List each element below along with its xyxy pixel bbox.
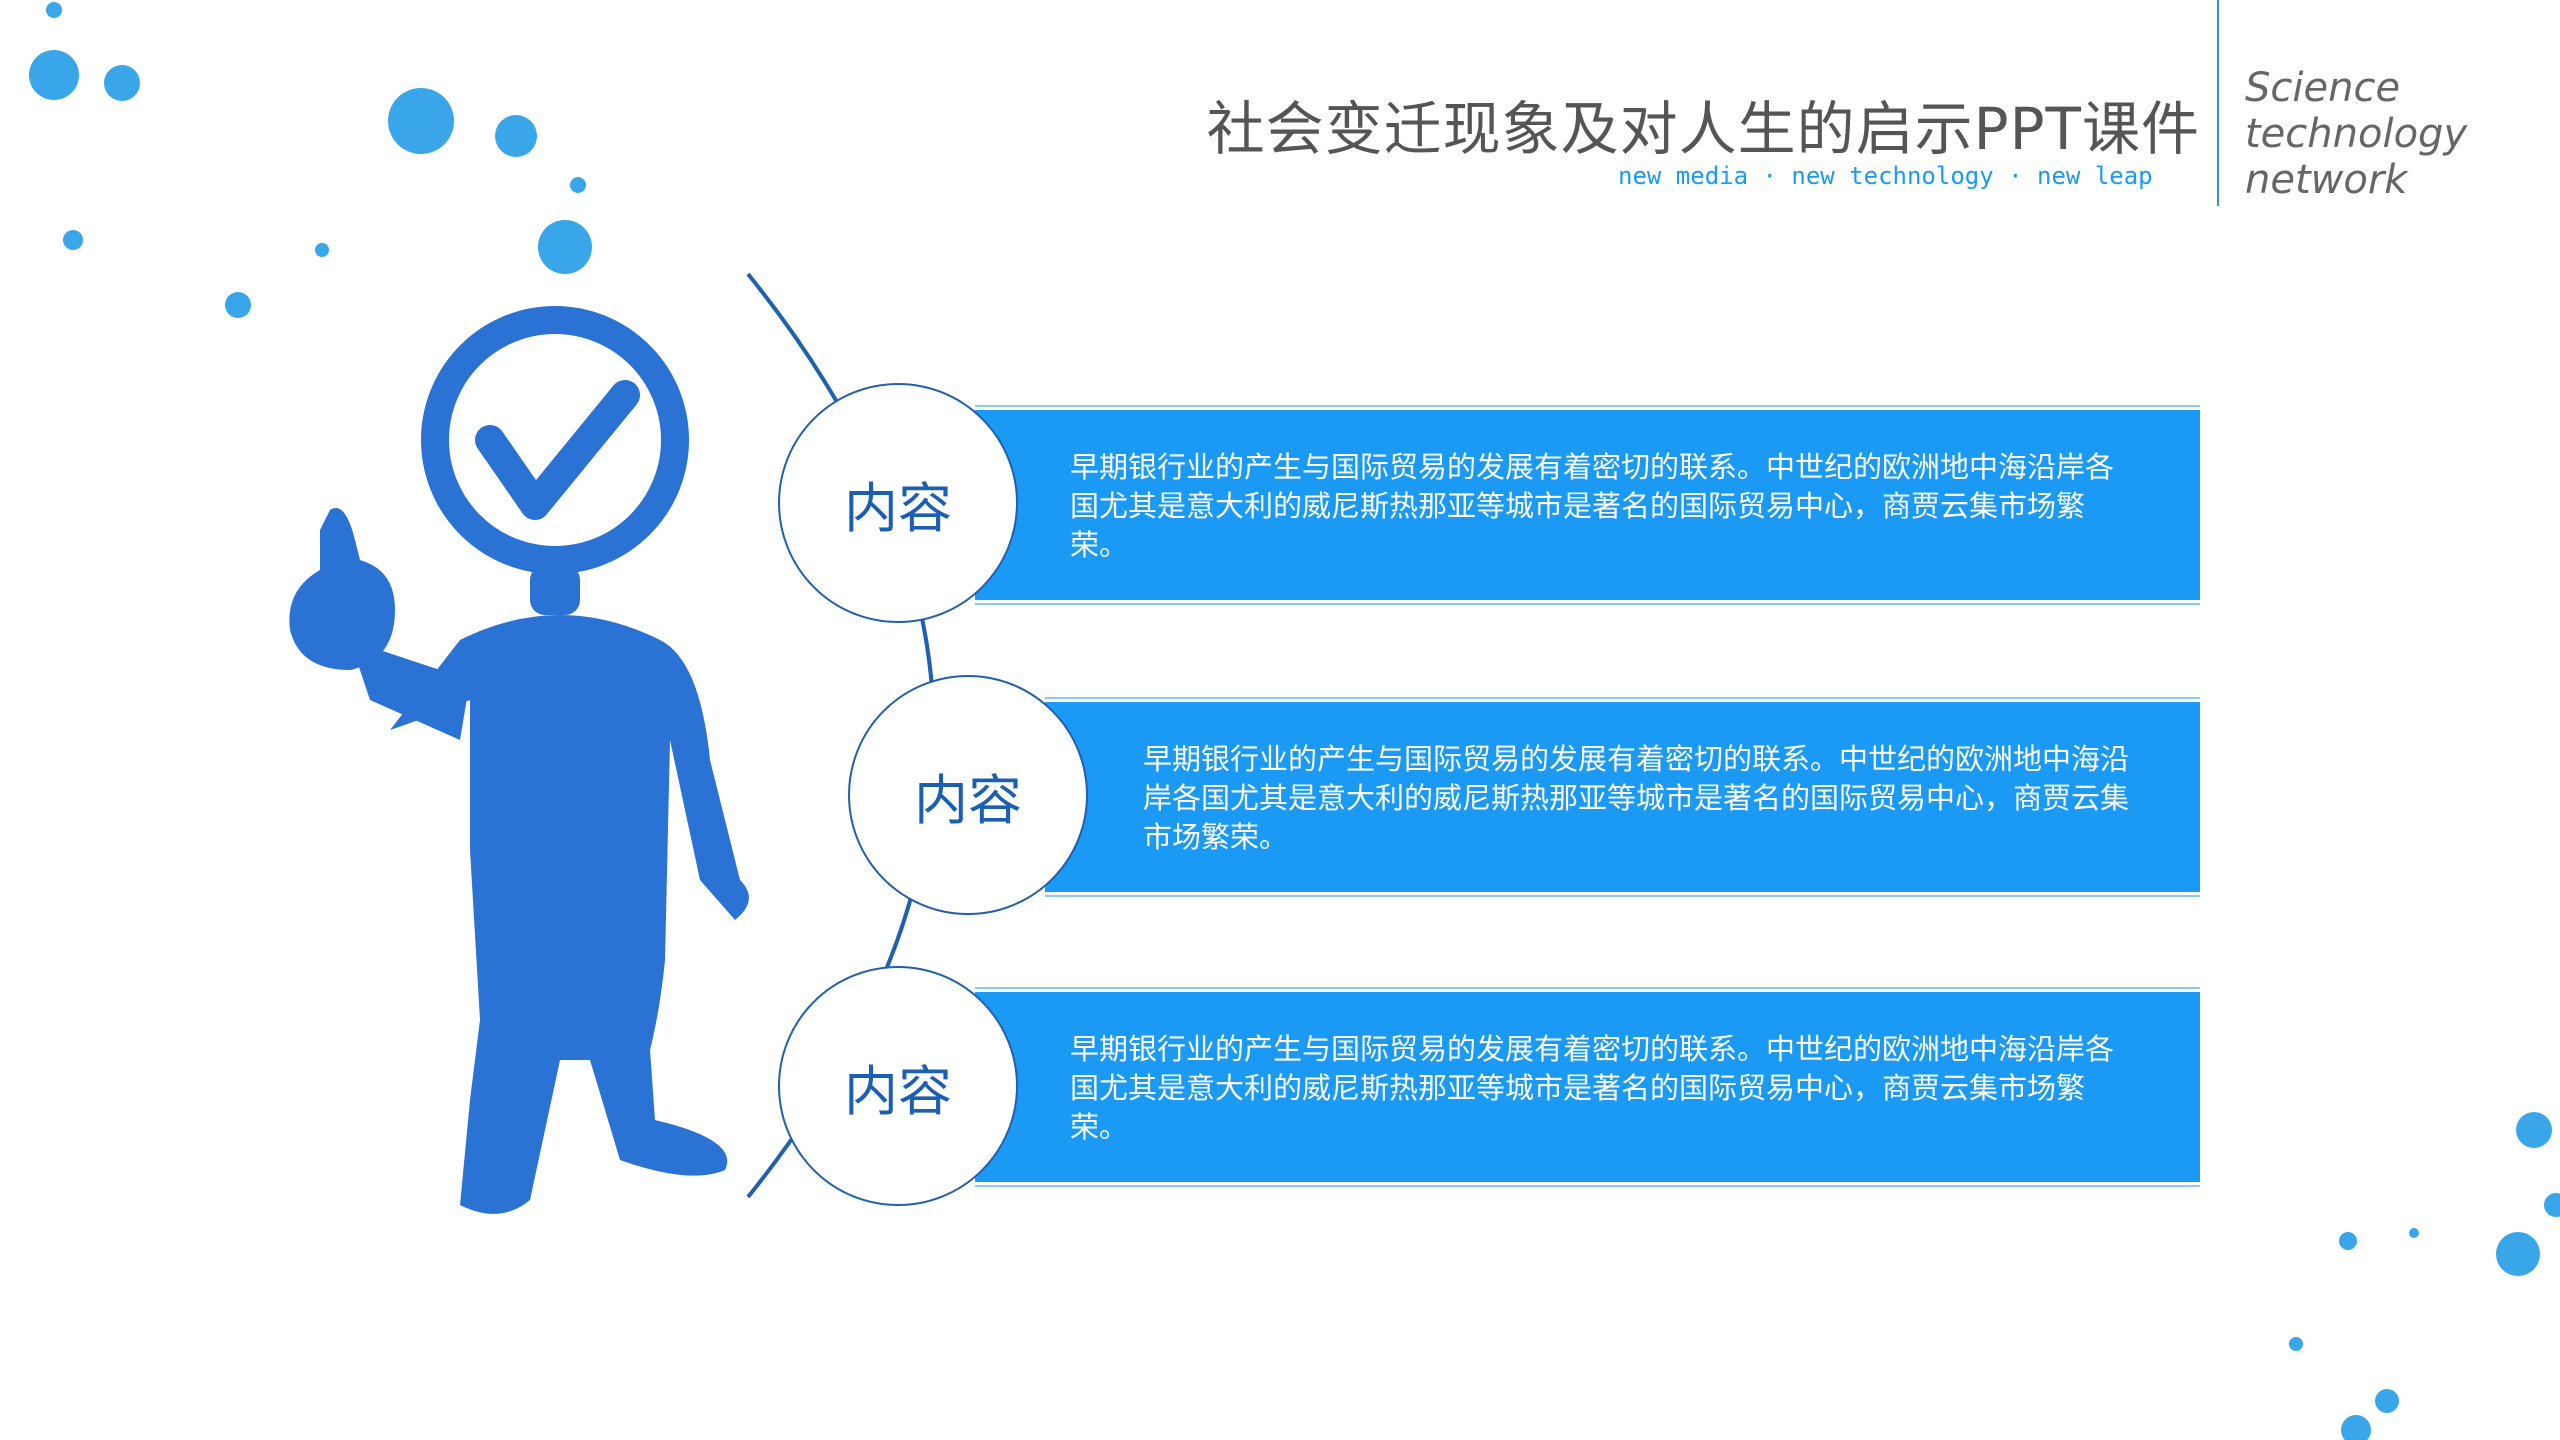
dot (388, 88, 454, 154)
brand-line-2: technology (2245, 111, 2468, 157)
dot (2409, 1228, 2419, 1238)
content-bar-2: 早期银行业的产生与国际贸易的发展有着密切的联系。中世纪的欧洲地中海沿岸各国尤其是… (1045, 702, 2200, 892)
dot (225, 292, 251, 318)
dot (2289, 1337, 2303, 1351)
dot (104, 65, 140, 101)
brand-line-1: Science (2245, 65, 2401, 111)
content-bar-3: 早期银行业的产生与国际贸易的发展有着密切的联系。中世纪的欧洲地中海沿岸各国尤其是… (975, 992, 2200, 1182)
content-text: 早期银行业的产生与国际贸易的发展有着密切的联系。中世纪的欧洲地中海沿岸各国尤其是… (1070, 450, 2115, 562)
dot (2516, 1112, 2552, 1148)
dot (570, 177, 586, 193)
content-label: 内容 (914, 768, 1022, 832)
content-circle-3: 内容 (778, 966, 1018, 1206)
decorative-dots (29, 2, 2560, 1440)
thumbs-up-person-figure (289, 306, 749, 1214)
dot (495, 115, 537, 157)
dot (2375, 1389, 2399, 1413)
content-circle-1: 内容 (778, 383, 1018, 623)
content-bar-1: 早期银行业的产生与国际贸易的发展有着密切的联系。中世纪的欧洲地中海沿岸各国尤其是… (975, 410, 2200, 600)
dot (29, 50, 79, 100)
dot (538, 220, 592, 274)
dot (2341, 1415, 2371, 1440)
page-title: 社会变迁现象及对人生的启示PPT课件 (1206, 95, 2200, 163)
brand-line-3: network (2245, 157, 2408, 203)
tagline: new media · new technology · new leap (1618, 162, 2153, 190)
dot (63, 230, 83, 250)
header-divider (2217, 0, 2219, 206)
content-text: 早期银行业的产生与国际贸易的发展有着密切的联系。中世纪的欧洲地中海沿岸各国尤其是… (1143, 742, 2130, 854)
dot (2496, 1232, 2540, 1276)
dot (46, 2, 62, 18)
content-label: 内容 (844, 476, 952, 540)
dot (2339, 1232, 2357, 1250)
dot (2544, 1193, 2560, 1217)
dot (315, 243, 329, 257)
content-label: 内容 (844, 1059, 952, 1123)
content-text: 早期银行业的产生与国际贸易的发展有着密切的联系。中世纪的欧洲地中海沿岸各国尤其是… (1070, 1032, 2115, 1144)
checkmark-icon (475, 380, 640, 520)
content-circle-2: 内容 (848, 675, 1088, 915)
